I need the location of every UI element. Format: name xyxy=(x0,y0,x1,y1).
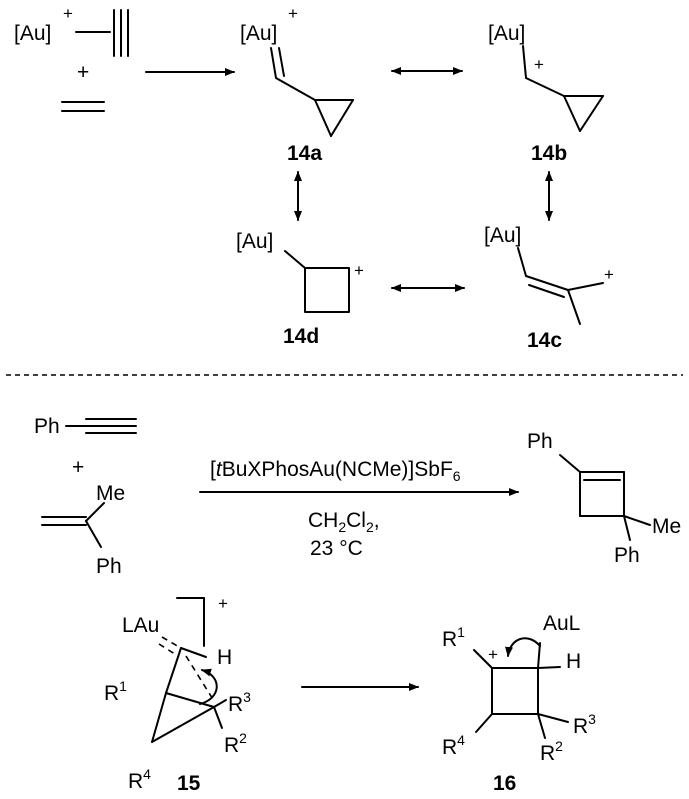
plus-charge: + xyxy=(354,261,364,280)
compound-label: 14c xyxy=(527,329,562,352)
au-label: [Au] xyxy=(14,22,51,45)
temperature: 23 °C xyxy=(310,537,363,560)
phenylacetylene: Ph xyxy=(34,415,137,438)
compound-label: 14b xyxy=(531,142,567,165)
plus-charge: + xyxy=(288,4,298,23)
compound-label: 15 xyxy=(177,772,201,795)
ph-label: Ph xyxy=(527,430,553,453)
plus-charge: + xyxy=(63,4,73,23)
me-label: Me xyxy=(96,482,125,505)
cyclobutane-ring xyxy=(491,667,539,715)
r4-label: R4 xyxy=(128,766,151,793)
cyclobutane-ring xyxy=(304,267,350,313)
reactant-au-alkyne: [Au] + xyxy=(14,4,129,57)
compound-label: 14d xyxy=(283,325,319,348)
r2-label: R2 xyxy=(224,730,247,757)
lau-label: LAu xyxy=(122,614,159,637)
au-label: [Au] xyxy=(236,230,273,253)
svg-text:[tBuXPhosAu(NCMe)]SbF6: [tBuXPhosAu(NCMe)]SbF6 xyxy=(210,458,461,484)
r1-label: R1 xyxy=(104,678,127,705)
r3-label: R3 xyxy=(228,689,251,716)
structure-14b: [Au] + 14b xyxy=(488,22,604,165)
r3-label: R3 xyxy=(573,711,596,738)
structure-15: + LAu H R1 R3 R2 R4 15 xyxy=(104,594,251,795)
h-label: H xyxy=(217,646,232,669)
r2-label: R2 xyxy=(540,738,563,765)
curly-arrow xyxy=(505,637,541,657)
au-label: [Au] xyxy=(488,22,525,45)
ethylene xyxy=(61,101,105,112)
aul-label: AuL xyxy=(543,612,580,635)
ph-label: Ph xyxy=(34,415,60,438)
plus-charge: + xyxy=(488,645,498,664)
alpha-methylstyrene: Me Ph xyxy=(41,482,125,578)
plus-sign: + xyxy=(77,61,89,84)
h-label: H xyxy=(566,650,581,673)
plus-charge: + xyxy=(534,55,544,74)
au-label: [Au] xyxy=(240,22,277,45)
structure-14a: [Au] + 14a xyxy=(240,4,354,165)
structure-16: R1 + AuL H R4 R3 R2 16 xyxy=(442,612,596,795)
structure-14c: [Au] + 14c xyxy=(484,224,614,352)
plus-charge: + xyxy=(604,265,614,284)
reaction-conditions: [tBuXPhosAu(NCMe)]SbF6 CH2Cl2, 23 °C xyxy=(199,458,519,560)
r4-label: R4 xyxy=(442,732,465,759)
r1-label: R1 xyxy=(442,624,465,651)
ph-label: Ph xyxy=(614,544,640,567)
ph-label: Ph xyxy=(96,555,122,578)
structure-14d: [Au] + 14d xyxy=(236,230,364,348)
curly-arrow xyxy=(199,668,218,705)
plus-charge: + xyxy=(218,594,228,613)
cyclobutene-product: Ph Me Ph xyxy=(527,430,681,567)
compound-label: 14a xyxy=(287,142,322,165)
compound-label: 16 xyxy=(493,772,516,795)
svg-text:CH2Cl2,: CH2Cl2, xyxy=(308,509,380,535)
au-label: [Au] xyxy=(484,224,521,247)
plus-sign: + xyxy=(72,456,84,479)
me-label: Me xyxy=(652,515,681,538)
